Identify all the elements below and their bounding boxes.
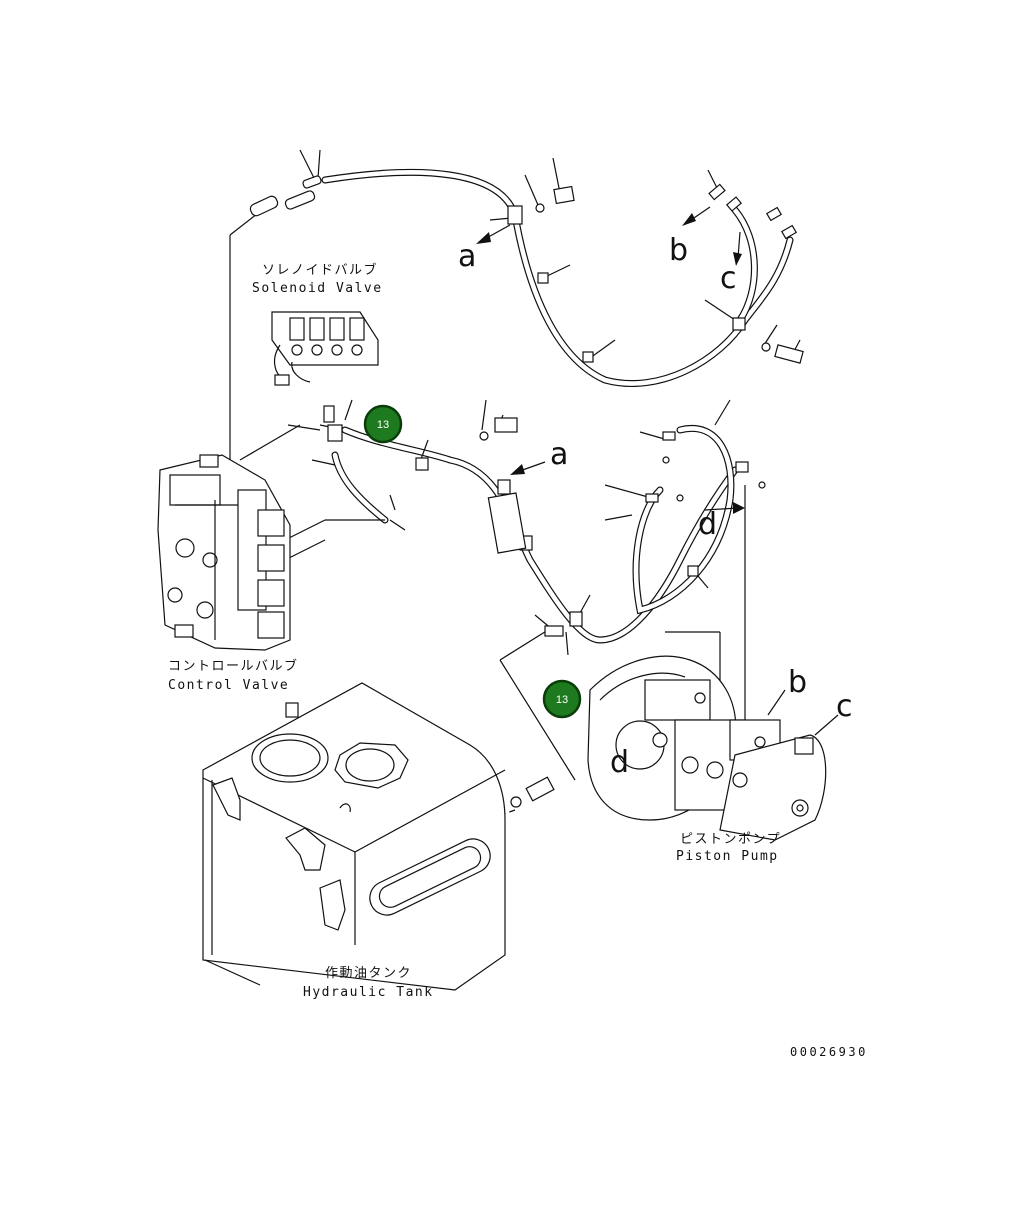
label-solenoid-valve: ソレノイドバルブ Solenoid Valve	[252, 262, 383, 296]
label-control-valve: コントロールバルブ Control Valve	[168, 658, 299, 693]
ref-letter-c-upper: c	[720, 261, 737, 296]
label-piston-pump: ピストンポンプ Piston Pump	[676, 832, 781, 864]
label-control-jp: コントロールバルブ	[168, 658, 299, 674]
clamp-upper-1	[507, 185, 575, 225]
label-tank-jp: 作動油タンク	[325, 966, 412, 981]
arrow-a-upper	[476, 224, 511, 244]
ref-letter-c-pump: c	[836, 689, 853, 724]
hose-valve-lower	[331, 451, 389, 524]
label-control-en: Control Valve	[168, 678, 289, 693]
ref-letter-a-lower: a	[550, 437, 568, 472]
ref-letter-a-upper: a	[458, 239, 476, 274]
label-pump-en: Piston Pump	[676, 849, 779, 864]
fittings-middle	[415, 417, 766, 637]
arrow-a-lower	[510, 461, 546, 475]
tank-drain-fitting	[510, 776, 555, 808]
callout-number: 13	[556, 694, 568, 706]
arrow-b-upper	[682, 206, 711, 226]
clamp-upper-2	[537, 272, 594, 363]
ref-letter-b-pump: b	[788, 665, 807, 700]
ref-letter-b-upper: b	[669, 233, 688, 268]
label-solenoid-en: Solenoid Valve	[252, 281, 383, 296]
label-tank-en: Hydraulic Tank	[303, 985, 434, 1000]
label-pump-jp: ピストンポンプ	[680, 832, 781, 847]
callout-number: 13	[377, 419, 389, 431]
callout-badge-circle	[363, 404, 403, 444]
ref-letter-d-right: d	[698, 507, 717, 542]
callout-badge-circle	[542, 679, 582, 719]
control-valve	[157, 454, 291, 651]
label-hydraulic-tank: 作動油タンク Hydraulic Tank	[303, 966, 434, 1000]
hose-upper-short	[731, 206, 758, 324]
solenoid-valve	[271, 311, 379, 442]
fittings-upper-right	[708, 183, 804, 364]
hose-middle-main	[341, 426, 739, 644]
label-solenoid-jp: ソレノイドバルブ	[262, 262, 378, 278]
callout-badge-upper[interactable]: 13	[363, 404, 403, 444]
callout-badge-lower[interactable]: 13	[542, 679, 582, 719]
hose-upper-long	[321, 168, 794, 387]
ref-letter-d-pump: d	[610, 745, 629, 780]
arrow-c-upper	[733, 231, 742, 266]
piston-pump	[587, 655, 827, 841]
fittings-upper-left	[249, 175, 322, 217]
drawing-number: 00026930	[790, 1045, 868, 1059]
hydraulic-tank	[202, 682, 506, 991]
arrow-c-pump	[814, 714, 839, 736]
arrow-d-right	[704, 502, 745, 514]
arrow-b-pump	[767, 689, 786, 716]
